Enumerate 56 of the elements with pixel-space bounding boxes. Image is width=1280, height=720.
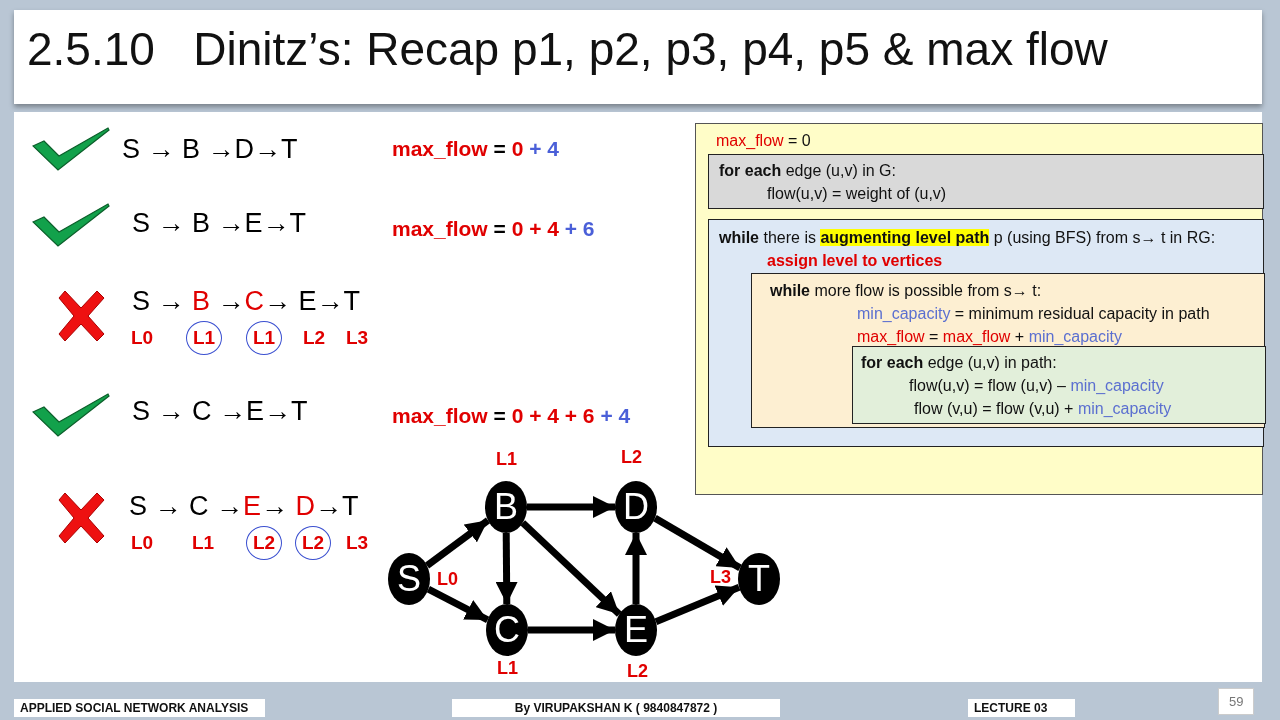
- level-label: L0: [129, 327, 155, 349]
- level-label: L3: [344, 532, 370, 554]
- code-block: [708, 154, 1264, 209]
- path-text: S → C →E→T: [132, 396, 308, 427]
- vertex-label: B: [494, 489, 518, 525]
- arrow: [424, 517, 491, 569]
- pseudocode-line: flow(u,v) = flow (u,v) – min_capacity: [909, 376, 1164, 396]
- level-label: L3: [344, 327, 370, 349]
- max-flow-equation: max_flow = 0 + 4 + 6: [392, 217, 595, 241]
- pseudocode-line: min_capacity = minimum residual capacity in path: [857, 304, 1210, 324]
- arrow: [426, 585, 490, 624]
- level-label: L2: [627, 661, 648, 682]
- slide-title: 2.5.10 Dinitz’s: Recap p1, p2, p3, p4, p5 & max flow: [27, 22, 1108, 76]
- pseudocode-line: while more flow is possible from s→ t:: [770, 281, 1042, 301]
- level-label: L1: [190, 532, 216, 554]
- max-flow-equation: max_flow = 0 + 4: [392, 137, 559, 161]
- code-block: [751, 273, 1265, 428]
- arrow: [625, 533, 647, 604]
- page-number: 59: [1218, 688, 1255, 715]
- vertex-label: E: [624, 612, 648, 648]
- arrow: [654, 584, 741, 625]
- path-text: S → C →E→ D→T: [129, 491, 359, 522]
- footer-text: LECTURE 03: [968, 699, 1075, 717]
- vertex-label: C: [494, 612, 520, 648]
- arrow: [495, 532, 518, 605]
- arrow: [527, 496, 615, 518]
- level-label: L1: [496, 449, 517, 470]
- pseudocode-panel: [695, 123, 1263, 495]
- path-text: S → B →D→T: [122, 134, 298, 165]
- level-label: L2: [301, 327, 327, 349]
- pseudocode-line: flow (v,u) = flow (v,u) + min_capacity: [914, 399, 1172, 419]
- pseudocode-line: while there is augmenting level path p (using BFS) from s→ t in RG:: [719, 228, 1216, 248]
- pseudocode-line: assign level to vertices: [767, 251, 943, 271]
- level-label: L0: [129, 532, 155, 554]
- vertex-label: T: [748, 561, 770, 597]
- pseudocode-line: flow(u,v) = weight of (u,v): [767, 184, 947, 204]
- pseudocode-line: max_flow = max_flow + min_capacity: [857, 327, 1122, 347]
- arrow: [520, 520, 622, 617]
- pseudocode-line: for each edge (u,v) in G:: [719, 161, 896, 181]
- footer-text: By VIRUPAKSHAN K ( 9840847872 ): [452, 699, 780, 717]
- code-block: [852, 346, 1266, 424]
- arrow: [528, 619, 615, 641]
- path-text: S → B →C→ E→T: [132, 286, 361, 317]
- level-label: L3: [710, 567, 731, 588]
- max-flow-equation: max_flow = 0 + 4 + 6 + 4: [392, 404, 631, 428]
- pseudocode-line: max_flow = 0: [716, 131, 811, 151]
- level-label: L2: [621, 447, 642, 468]
- code-block: [708, 219, 1264, 447]
- pseudocode-line: for each edge (u,v) in path:: [861, 353, 1057, 373]
- arrow: [653, 515, 742, 571]
- vertex-label: S: [397, 561, 421, 597]
- level-label: L1: [497, 658, 518, 679]
- vertex-label: D: [623, 489, 649, 525]
- footer-text: APPLIED SOCIAL NETWORK ANALYSIS: [14, 699, 265, 717]
- level-label: L0: [437, 569, 458, 590]
- path-text: S → B →E→T: [132, 208, 307, 239]
